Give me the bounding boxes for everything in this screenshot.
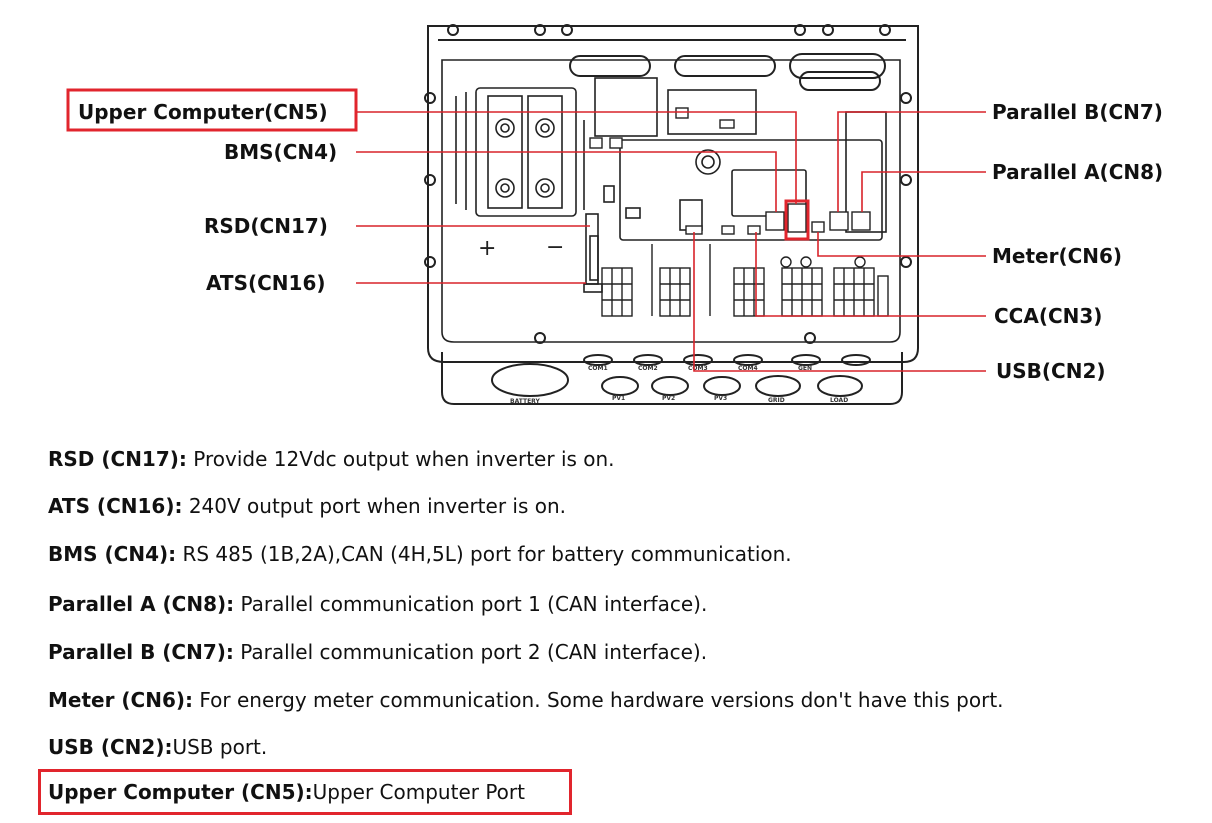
pv1-label: PV1 — [612, 395, 625, 402]
battery-minus-mark: − — [546, 235, 564, 260]
callout-upper-computer: Upper Computer(CN5) — [78, 100, 328, 124]
desc-upper-computer: Upper Computer (CN5):Upper Computer Port — [48, 779, 525, 805]
desc-parallel-b: Parallel B (CN7): Parallel communication… — [48, 639, 707, 665]
leader-parallel-a — [861, 171, 986, 212]
upper-computer-desc-highlight — [38, 769, 572, 815]
desc-rsd-label: RSD (CN17): — [48, 447, 187, 471]
cable-entry-labels: BATTERY COM1 COM2 COM3 COM4 GEN PV1 PV2 … — [510, 365, 848, 405]
desc-parallel-b-label: Parallel B (CN7): — [48, 640, 234, 664]
board-connectors — [589, 107, 871, 235]
terminal-blocks — [601, 244, 889, 317]
leader-bms — [356, 151, 777, 212]
com3-label: COM3 — [688, 365, 708, 372]
desc-rsd-text: Provide 12Vdc output when inverter is on… — [186, 447, 615, 471]
grid-label: GRID — [768, 397, 785, 404]
desc-parallel-a: Parallel A (CN8): Parallel communication… — [48, 591, 707, 617]
battery-label: BATTERY — [510, 398, 540, 405]
leader-cca — [755, 232, 986, 317]
pv2-label: PV2 — [662, 395, 675, 402]
callout-cca: CCA(CN3) — [994, 304, 1102, 328]
callout-meter: Meter(CN6) — [992, 244, 1122, 268]
desc-bms: BMS (CN4): RS 485 (1B,2A),CAN (4H,5L) po… — [48, 541, 792, 567]
desc-bms-label: BMS (CN4): — [48, 542, 177, 566]
com2-label: COM2 — [638, 365, 658, 372]
desc-meter-text: For energy meter communication. Some har… — [193, 688, 1004, 712]
callout-ats: ATS(CN16) — [206, 271, 326, 295]
desc-ats-label: ATS (CN16): — [48, 494, 183, 518]
cn5-port-highlight — [784, 199, 810, 241]
desc-usb-label: USB (CN2): — [48, 735, 173, 759]
desc-upper-computer-text: Upper Computer Port — [312, 780, 525, 804]
callout-usb: USB(CN2) — [996, 359, 1106, 383]
desc-usb: USB (CN2):USB port. — [48, 734, 267, 760]
desc-rsd: RSD (CN17): Provide 12Vdc output when in… — [48, 446, 615, 472]
callout-parallel-b: Parallel B(CN7) — [992, 100, 1163, 124]
battery-plus-mark: + — [478, 236, 496, 261]
leader-parallel-b — [837, 111, 986, 212]
callout-parallel-a: Parallel A(CN8) — [992, 160, 1163, 184]
desc-ats-text: 240V output port when inverter is on. — [182, 494, 567, 518]
gen-label: GEN — [798, 365, 812, 372]
com1-label: COM1 — [588, 365, 608, 372]
com4-label: COM4 — [738, 365, 758, 372]
leader-usb — [693, 232, 986, 372]
leader-upper-computer — [356, 111, 797, 204]
desc-parallel-a-label: Parallel A (CN8): — [48, 592, 235, 616]
leader-meter — [817, 232, 986, 257]
desc-bms-text: RS 485 (1B,2A),CAN (4H,5L) port for batt… — [176, 542, 792, 566]
callout-rsd: RSD(CN17) — [204, 214, 328, 238]
control-board — [583, 77, 887, 293]
pv3-label: PV3 — [714, 395, 727, 402]
desc-usb-text: USB port. — [172, 735, 268, 759]
upper-computer-callout-box — [66, 88, 358, 132]
desc-meter-label: Meter (CN6): — [48, 688, 194, 712]
load-label: LOAD — [830, 397, 848, 404]
inverter-enclosure — [424, 24, 919, 363]
desc-upper-computer-label: Upper Computer (CN5): — [48, 780, 313, 804]
cable-entry-box — [441, 352, 903, 405]
desc-meter: Meter (CN6): For energy meter communicat… — [48, 687, 1004, 713]
desc-ats: ATS (CN16): 240V output port when invert… — [48, 493, 566, 519]
desc-parallel-a-text: Parallel communication port 1 (CAN inter… — [234, 592, 708, 616]
leader-lines — [356, 111, 986, 372]
callout-bms: BMS(CN4) — [224, 140, 337, 164]
desc-parallel-b-text: Parallel communication port 2 (CAN inter… — [233, 640, 708, 664]
inverter-wiring-diagram: + − — [66, 24, 1163, 405]
